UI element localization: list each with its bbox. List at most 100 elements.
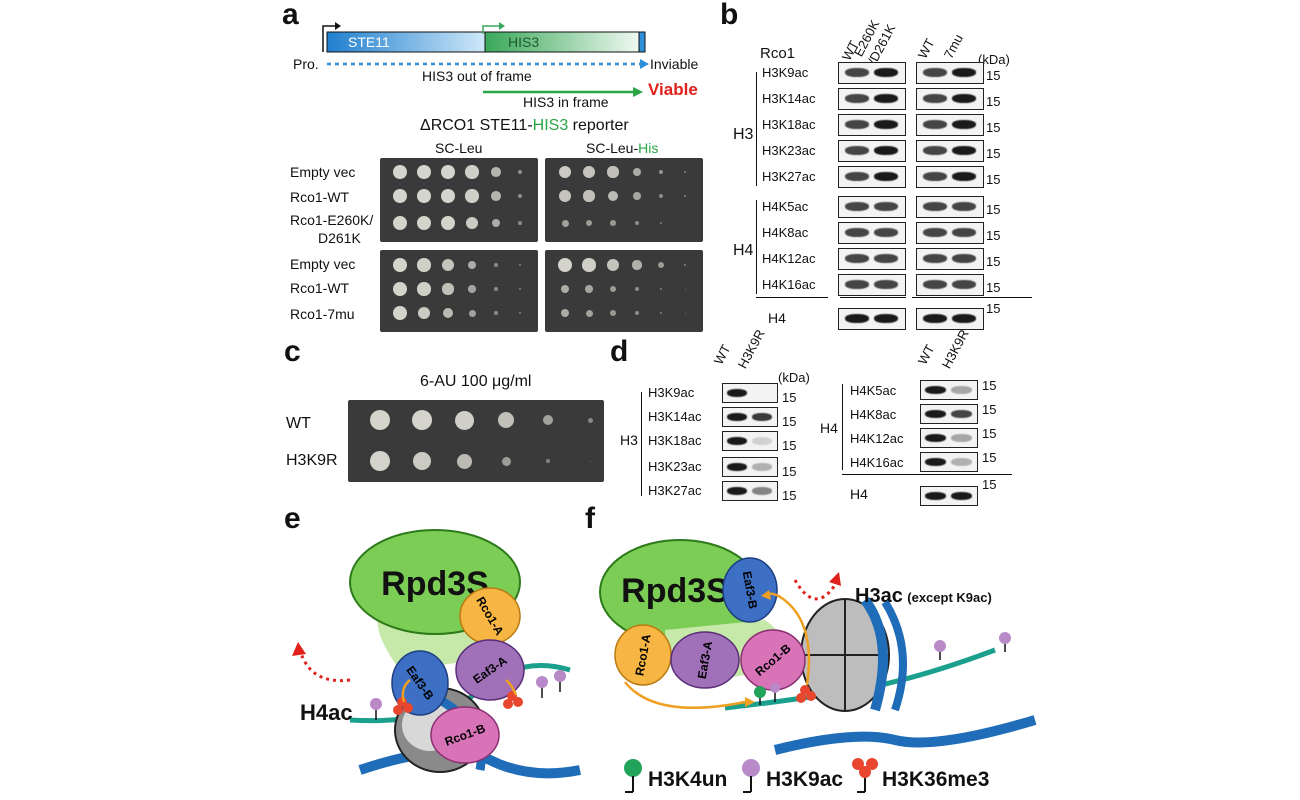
blot-band — [923, 94, 947, 103]
model-diagram-e: Rpd3S Rco1-A Eaf3-B Eaf3-A Rco1-B — [292, 529, 581, 779]
colony-spot — [632, 167, 642, 177]
blot-strip — [722, 431, 778, 451]
h3-bracket — [641, 392, 642, 496]
colony-spot — [585, 219, 593, 227]
blot-band — [952, 228, 976, 237]
reporter-title-prefix: ΔRCO1 STE11- — [420, 117, 533, 134]
blot-strip — [722, 383, 778, 403]
blot-row-label: H3K23ac — [648, 459, 702, 474]
divider — [840, 297, 906, 298]
subunit-label: Eaf3-B — [740, 570, 760, 610]
blot-band — [874, 146, 898, 155]
colony-spot — [634, 286, 640, 292]
colony-spot — [583, 166, 595, 178]
blot-band — [951, 410, 972, 418]
colony-spot — [607, 190, 619, 202]
size-marker: 15 — [986, 202, 1001, 217]
blot-band — [752, 463, 772, 471]
size-marker: 15 — [982, 378, 997, 393]
colony-spot — [493, 262, 499, 268]
model-diagram-f: Rpd3S Eaf3-B Rco1-A Eaf3-A Rco1-B — [599, 539, 1037, 755]
blot-band — [874, 314, 898, 323]
blot-strip — [722, 407, 778, 427]
colony-spot — [412, 410, 432, 430]
colony-spot — [393, 165, 407, 179]
colony-spot — [560, 308, 570, 318]
colony-spot — [659, 221, 663, 225]
blot-band — [845, 68, 869, 77]
blot-band — [845, 120, 869, 129]
blot-band — [952, 94, 976, 103]
colony-spot — [370, 451, 390, 471]
viable-label: Viable — [648, 80, 698, 99]
blot-strip — [722, 481, 778, 501]
h3ac-text: H3ac — [855, 585, 903, 607]
colony-spot — [370, 410, 390, 430]
blot-row-label: H3K9ac — [762, 65, 809, 80]
panel-a-letter: a — [282, 0, 299, 31]
legend-label: H3K4un — [648, 768, 728, 791]
blot-band — [925, 492, 946, 500]
colony-spot — [517, 193, 523, 199]
media-right-label: SC-Leu-His — [586, 140, 658, 156]
blot-strip — [916, 274, 984, 296]
strain-label: Rco1-7mu — [290, 306, 355, 322]
panel-d-letter: d — [610, 335, 629, 368]
blot-band — [952, 120, 976, 129]
blot-strip — [838, 88, 906, 110]
blot-band — [952, 314, 976, 323]
colony-spot — [634, 310, 640, 316]
blot-row-label: H3K27ac — [762, 169, 816, 184]
colony-spot — [659, 287, 663, 291]
blot-band — [752, 413, 772, 421]
colony-spot — [543, 415, 553, 425]
media-right-his: His — [638, 140, 659, 156]
blot-strip — [838, 114, 906, 136]
colony-spot — [607, 166, 619, 178]
blot-row-label: H4K12ac — [850, 431, 904, 446]
blot-band — [845, 172, 869, 181]
colony-spot — [585, 309, 593, 317]
blot-band — [845, 280, 869, 289]
colony-spot — [546, 459, 550, 463]
blot-band — [752, 437, 772, 445]
h3-group-label: H3 — [620, 432, 638, 448]
h3-group-label: H3 — [733, 126, 754, 143]
divider — [756, 297, 828, 298]
colony-spot — [456, 453, 472, 469]
size-marker: 15 — [986, 254, 1001, 269]
colony-spot — [558, 258, 572, 272]
blot-row-label: H3K9ac — [648, 385, 695, 400]
colony-spot — [417, 216, 431, 230]
colony-spot — [417, 258, 431, 272]
lane-label-h3k9r: H3K9R — [938, 326, 972, 371]
colony-spot — [454, 410, 474, 430]
blot-strip — [916, 88, 984, 110]
colony-spot — [465, 189, 479, 203]
colony-spot — [465, 216, 479, 230]
colony-spot — [491, 191, 501, 201]
legend-h3k4un-icon — [624, 759, 642, 793]
blot-band — [752, 487, 772, 495]
colony-spot — [518, 221, 522, 225]
complex-label: Rpd3S — [621, 572, 729, 610]
colony-spot — [583, 190, 595, 202]
blot-strip — [916, 196, 984, 218]
colony-spot — [683, 263, 687, 267]
loading-control-label: H4 — [768, 310, 786, 326]
colony-spot — [417, 189, 431, 203]
colony-spot — [519, 264, 521, 266]
lane-label-wt: WT — [914, 342, 938, 367]
colony-spot — [393, 282, 407, 296]
blot-band — [727, 487, 747, 495]
blot-strip — [920, 404, 978, 424]
panel-f-letter: f — [585, 502, 595, 535]
media-right-prefix: SC-Leu- — [586, 140, 639, 156]
blot-band — [874, 228, 898, 237]
blot-strip — [920, 486, 978, 506]
strain-label: Empty vec — [290, 256, 356, 272]
blot-band — [923, 202, 947, 211]
plate-6au — [348, 400, 604, 482]
blot-row-label: H3K27ac — [648, 483, 702, 498]
strain-label: Empty vec — [290, 164, 356, 180]
